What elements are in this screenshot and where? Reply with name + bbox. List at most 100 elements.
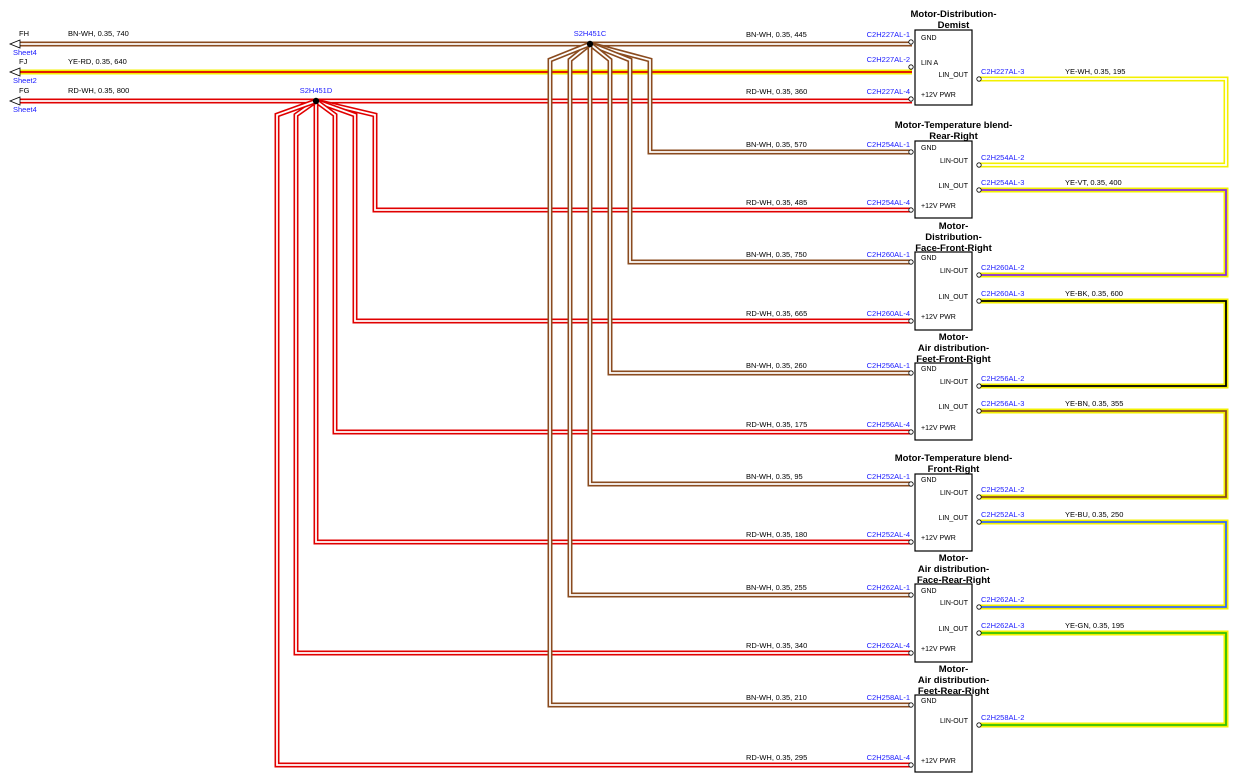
offsheet-arrow-fg xyxy=(8,96,21,106)
pin-name: LIN_OUT xyxy=(938,72,968,79)
pin-terminal xyxy=(976,604,982,610)
pin-name: LIN_OUT xyxy=(938,626,968,633)
pin-name: LIN_OUT xyxy=(938,515,968,522)
component-title-line: Rear-Right xyxy=(929,131,978,142)
pin-terminal xyxy=(976,162,982,168)
pwr-branch-2-stripe xyxy=(315,100,912,322)
pin-terminal xyxy=(976,187,982,193)
pin-name: LIN-OUT xyxy=(940,158,969,165)
component-6 xyxy=(914,583,973,663)
connector-label: C2H256AL-4 xyxy=(867,420,910,429)
pin-terminal xyxy=(908,39,914,45)
connector-label: C2H256AL-2 xyxy=(981,374,1024,383)
pwr-branch-5-stripe xyxy=(295,100,912,654)
wire-label: YE-BK, 0.35, 600 xyxy=(1065,289,1123,298)
pwr-branch-3-stripe xyxy=(315,100,912,433)
gnd-branch-6-stripe xyxy=(549,43,912,706)
wire-label: RD-WH, 0.35, 665 xyxy=(746,309,807,318)
pin-name: +12V PWR xyxy=(921,758,956,765)
gnd-branch-1-outer xyxy=(589,41,912,155)
connector-label: C2H227AL-3 xyxy=(981,67,1024,76)
input-id-fh: FH xyxy=(19,29,29,38)
connector-label: C2H262AL-3 xyxy=(981,621,1024,630)
lin-chain-wire-1-stripe xyxy=(979,78,1227,166)
pin-name: +12V PWR xyxy=(921,314,956,321)
component-title-line: Air distribution- xyxy=(918,564,989,575)
gnd-branch-4-stripe xyxy=(589,44,912,485)
wire-label: BN-WH, 0.35, 570 xyxy=(746,140,807,149)
wire-label: YE-WH, 0.35, 195 xyxy=(1065,67,1125,76)
pwr-branch-1-stripe xyxy=(315,100,912,211)
sheet-ref-fh: Sheet4 xyxy=(13,48,37,57)
component-title-line: Distribution- xyxy=(925,232,981,243)
component-4 xyxy=(914,362,973,441)
pin-terminal xyxy=(908,318,914,324)
pin-terminal xyxy=(908,259,914,265)
input-wire-label-fg: RD-WH, 0.35, 800 xyxy=(68,86,129,95)
wires-layer xyxy=(16,41,1229,768)
pin-name: GND xyxy=(921,145,937,152)
component-box xyxy=(914,251,973,331)
connector-label: C2H256AL-1 xyxy=(867,361,910,370)
lin-chain-wire-6-stripe xyxy=(979,632,1227,726)
component-title-line: Feet-Rear-Right xyxy=(918,686,990,697)
splice-dot-pwr xyxy=(312,97,320,105)
splice-dot-gnd xyxy=(586,40,594,48)
wire-label: RD-WH, 0.35, 360 xyxy=(746,87,807,96)
pin-terminal xyxy=(976,722,982,728)
wire-label: BN-WH, 0.35, 255 xyxy=(746,583,807,592)
pin-name: LIN-OUT xyxy=(940,268,969,275)
wire-label: BN-WH, 0.35, 750 xyxy=(746,250,807,259)
component-title-line: Motor- xyxy=(939,221,969,232)
pin-terminal xyxy=(908,650,914,656)
pin-name: +12V PWR xyxy=(921,646,956,653)
pin-name: GND xyxy=(921,35,937,42)
component-box xyxy=(914,140,973,219)
gnd-branch-2-stripe xyxy=(589,43,912,263)
sheet-ref-fj: Sheet2 xyxy=(13,76,37,85)
wire-label: BN-WH, 0.35, 210 xyxy=(746,693,807,702)
gnd-branch-5-stripe xyxy=(569,43,912,596)
component-title-line: Motor- xyxy=(939,664,969,675)
connector-label: C2H254AL-1 xyxy=(867,140,910,149)
component-title-line: Motor-Distribution- xyxy=(910,9,996,20)
gnd-branch-3-stripe xyxy=(589,43,912,374)
connector-label: C2H262AL-2 xyxy=(981,595,1024,604)
component-title-line: Motor- xyxy=(939,332,969,343)
pin-terminal xyxy=(908,149,914,155)
connector-label: C2H252AL-3 xyxy=(981,510,1024,519)
connector-label: C2H254AL-4 xyxy=(867,198,910,207)
pin-name: LIN-OUT xyxy=(940,490,969,497)
component-title-line: Air distribution- xyxy=(918,343,989,354)
component-title-line: Motor-Temperature blend- xyxy=(895,120,1013,131)
pin-terminal xyxy=(976,76,982,82)
wire-label: YE-GN, 0.35, 195 xyxy=(1065,621,1124,630)
pin-name: GND xyxy=(921,588,937,595)
connector-label: C2H254AL-2 xyxy=(981,153,1024,162)
pin-name: GND xyxy=(921,477,937,484)
splice-label-pwr: S2H451D xyxy=(300,86,333,95)
pin-name: LIN-OUT xyxy=(940,600,969,607)
pin-name: LIN_OUT xyxy=(938,183,968,190)
components-layer xyxy=(914,29,973,773)
connector-label: C2H252AL-1 xyxy=(867,472,910,481)
connector-label: C2H254AL-3 xyxy=(981,178,1024,187)
input-wire-label-fj: YE-RD, 0.35, 640 xyxy=(68,57,127,66)
pin-name: GND xyxy=(921,255,937,262)
pwr-branch-5-outer xyxy=(293,98,912,656)
connector-label: C2H252AL-4 xyxy=(867,530,910,539)
pin-name: LIN_OUT xyxy=(938,294,968,301)
pin-terminal xyxy=(908,481,914,487)
gnd-branch-1-stripe xyxy=(589,43,912,153)
pin-terminal xyxy=(976,494,982,500)
component-box xyxy=(914,694,973,773)
component-title-line: Feet-Front-Right xyxy=(916,354,991,365)
pwr-branch-1-outer xyxy=(315,98,912,213)
component-title-line: Face-Rear-Right xyxy=(917,575,991,586)
pin-name: GND xyxy=(921,698,937,705)
pin-terminal xyxy=(976,630,982,636)
connector-label: C2H252AL-2 xyxy=(981,485,1024,494)
component-1 xyxy=(914,29,973,106)
component-title-line: Front-Right xyxy=(928,464,981,475)
pin-terminal xyxy=(908,539,914,545)
